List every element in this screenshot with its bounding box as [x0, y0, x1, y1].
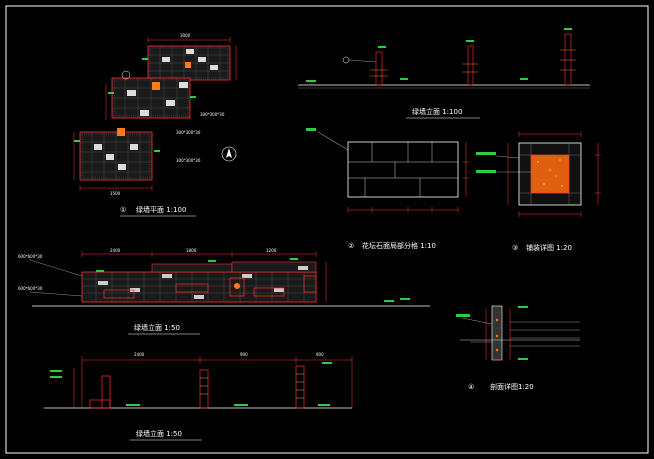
plan-note-1: 300*300*30 — [200, 112, 225, 117]
detail-title: 铺装详图 1:20 — [526, 243, 572, 252]
flower-bed-plan — [306, 128, 469, 213]
paving-detail — [476, 131, 601, 217]
mid-dim-3: 1200 — [266, 248, 277, 253]
plan-dim-top: 3000 — [180, 33, 191, 38]
mid-note-1: 600*600*30 — [18, 254, 43, 259]
section-title: 剖面详图1:20 — [490, 382, 534, 391]
mid-note-2: 600*600*30 — [18, 286, 43, 291]
bottom-dim-1: 2400 — [134, 352, 145, 357]
elevation-bottom — [44, 356, 353, 409]
section-detail — [456, 305, 580, 361]
sheet-border — [5, 5, 649, 454]
flower-title: 花坛石面局部分格 1:10 — [362, 241, 436, 250]
elevation-top-title: 绿墙立面 1:100 — [412, 107, 462, 116]
elevation-mid — [29, 251, 430, 307]
bottom-dim-2: 900 — [240, 352, 248, 357]
plan-title: 绿墙平面 1:100 — [136, 205, 186, 214]
detail-title-number: ③ — [512, 244, 518, 252]
elevation-bottom-title: 绿墙立面 1:50 — [136, 429, 182, 438]
mid-dim-2: 1800 — [186, 248, 197, 253]
plan-view — [73, 37, 237, 191]
plan-dim-bottom: 1500 — [110, 191, 121, 196]
mid-dim-1: 2400 — [110, 248, 121, 253]
elevation-mid-title: 绿墙立面 1:50 — [134, 323, 180, 332]
plan-note-2: 300*300*30 — [176, 130, 201, 135]
plan-note-3: 300*300*30 — [176, 158, 201, 163]
flower-title-number: ② — [348, 242, 354, 250]
section-title-number: ④ — [468, 383, 474, 391]
north-arrow-icon — [221, 146, 237, 162]
bottom-dim-3: 900 — [316, 352, 324, 357]
plan-title-number: ① — [120, 206, 126, 214]
elevation-top — [298, 28, 590, 89]
